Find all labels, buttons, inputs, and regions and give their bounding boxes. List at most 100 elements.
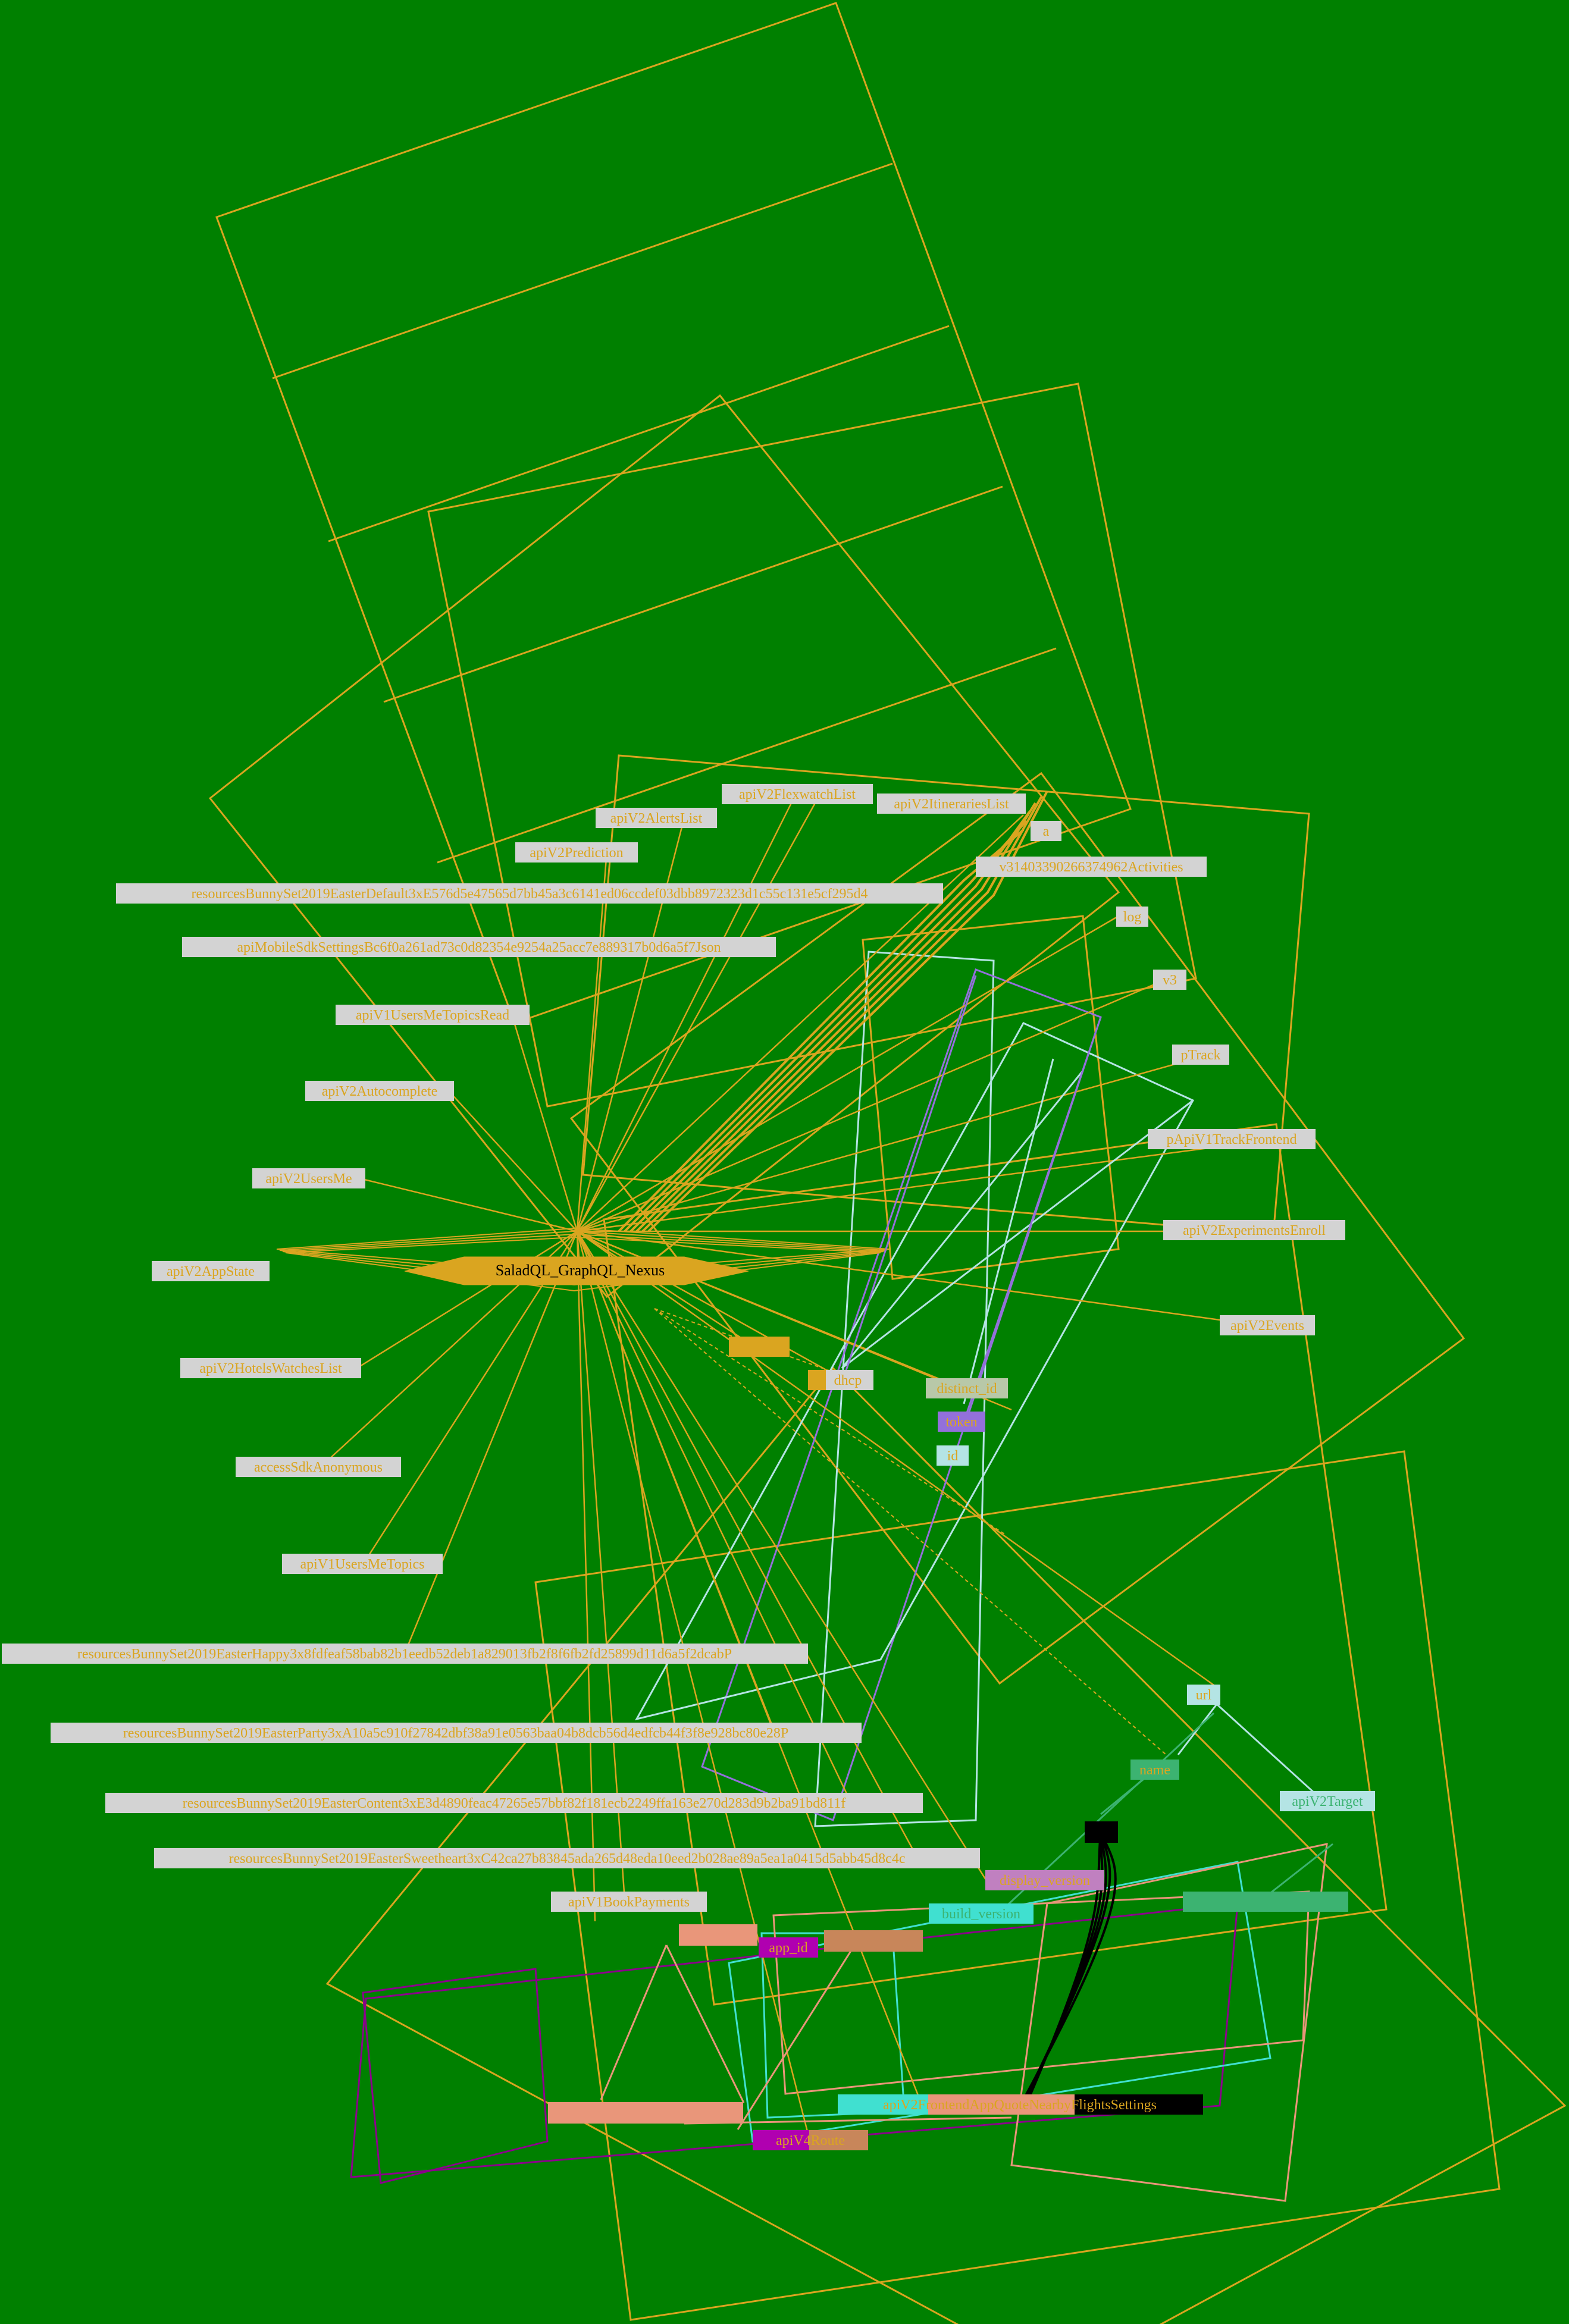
inner-outline (772, 1890, 1310, 2095)
node-apiV2ExperimentsEnroll[interactable]: apiV2ExperimentsEnroll (1163, 1220, 1345, 1240)
node-dhcp[interactable]: dhcp (808, 1370, 873, 1390)
node-token[interactable]: token (938, 1412, 985, 1432)
node-apiV2AppState[interactable]: apiV2AppState (152, 1261, 270, 1281)
node-apiV2FrontendAppQuoteNearbyFlightsSettings[interactable]: apiV2FrontendAppQuoteNearbyFlightsSettin… (838, 2094, 1203, 2115)
node-apiV4Route[interactable]: apiV4Route (753, 2130, 868, 2150)
node-orange-blank[interactable] (729, 1337, 790, 1357)
edge (576, 1231, 989, 1883)
node-green-blank[interactable] (1183, 1892, 1348, 1912)
edge (576, 1231, 923, 2106)
edge (576, 1231, 917, 1856)
node-resourcesEasterHappy[interactable]: resourcesBunnySet2019EasterHappy3x8fdfea… (2, 1644, 808, 1664)
edge (654, 1308, 1167, 1755)
cluster-outline (208, 394, 1120, 1299)
svg-text:apiV2ExperimentsEnroll: apiV2ExperimentsEnroll (1183, 1223, 1326, 1238)
edge (1216, 1703, 1316, 1795)
edge (600, 1944, 668, 2100)
edge (576, 791, 798, 1232)
svg-text:a: a (1043, 824, 1050, 839)
node-apiV2UsersMe[interactable]: apiV2UsersMe (252, 1168, 365, 1188)
edge (630, 811, 1031, 1232)
node-resourcesEasterContent[interactable]: resourcesBunnySet2019EasterContent3xE3d4… (105, 1793, 923, 1813)
hub-node[interactable]: SaladQL_GraphQL_Nexus (404, 1256, 749, 1285)
node-black[interactable] (1085, 1821, 1118, 1843)
node-apiV2ItinerariesList[interactable]: apiV2ItinerariesList (877, 794, 1026, 814)
svg-text:name: name (1139, 1762, 1170, 1778)
edge (403, 1231, 578, 1654)
node-resourcesEasterParty[interactable]: resourcesBunnySet2019EasterParty3xA10a5c… (51, 1723, 862, 1743)
node-v3Activities[interactable]: v31403390266374962Activities (976, 857, 1207, 877)
node-apiV2AlertsList[interactable]: apiV2AlertsList (596, 808, 717, 828)
label-nodes: apiV2FlexwatchList apiV2ItinerariesList … (2, 784, 1375, 2150)
node-distinct_id[interactable]: distinct_id (926, 1378, 1008, 1398)
edge (576, 850, 608, 1232)
node-id[interactable]: id (937, 1445, 969, 1466)
node-apiV2Target[interactable]: apiV2Target (1280, 1791, 1375, 1811)
svg-text:apiV2FrontendAppQuoteNearbyFli: apiV2FrontendAppQuoteNearbyFlightsSettin… (883, 2097, 1157, 2113)
svg-text:apiV2Autocomplete: apiV2Autocomplete (322, 1084, 438, 1099)
svg-text:apiV2AlertsList: apiV2AlertsList (610, 811, 703, 826)
svg-text:apiV2Events: apiV2Events (1230, 1318, 1304, 1334)
svg-text:resourcesBunnySet2019EasterSwe: resourcesBunnySet2019EasterSweetheart3xC… (229, 1851, 906, 1867)
svg-text:apiV2Prediction: apiV2Prediction (530, 845, 623, 861)
svg-text:resourcesBunnySet2019EasterCon: resourcesBunnySet2019EasterContent3xE3d4… (183, 1796, 845, 1811)
edge (1022, 1831, 1117, 2100)
svg-text:v31403390266374962Activities: v31403390266374962Activities (999, 860, 1183, 875)
node-apiV2Autocomplete[interactable]: apiV2Autocomplete (305, 1081, 454, 1101)
cluster-divider (272, 162, 893, 380)
node-build_version[interactable]: build_version (929, 1903, 1034, 1924)
edge (511, 1014, 578, 1232)
edge (654, 1308, 1006, 1535)
node-url[interactable]: url (1187, 1685, 1220, 1705)
edge (635, 802, 1036, 1232)
node-v3[interactable]: v3 (1153, 970, 1186, 990)
node-pTrack[interactable]: pTrack (1172, 1045, 1229, 1065)
node-accessSdkAnonymous[interactable]: accessSdkAnonymous (236, 1457, 401, 1477)
edge (844, 975, 977, 1375)
svg-text:url: url (1196, 1688, 1212, 1703)
svg-text:resourcesBunnySet2019EasterHap: resourcesBunnySet2019EasterHappy3x8fdfea… (77, 1646, 732, 1662)
cluster-outline (215, 2, 1132, 1024)
inner-outline (362, 1968, 549, 2184)
node-apiV2HotelsWatchesList[interactable]: apiV2HotelsWatchesList (180, 1358, 361, 1378)
node-salmon-wide[interactable] (548, 2102, 743, 2124)
node-salmon-blank-2[interactable] (824, 1930, 923, 1952)
node-log[interactable]: log (1116, 907, 1148, 927)
node-display_version[interactable]: display_version (985, 1870, 1104, 1890)
node-resourcesEasterDefault[interactable]: resourcesBunnySet2019EasterDefault3xE576… (116, 883, 943, 904)
node-a[interactable]: a (1031, 821, 1061, 841)
edge (356, 1177, 578, 1232)
edge (963, 1058, 1054, 1404)
node-apiV1UsersMeTopicsRead[interactable]: apiV1UsersMeTopicsRead (336, 1005, 530, 1025)
node-name[interactable]: name (1130, 1760, 1179, 1780)
node-apiMobileSdkSettings[interactable]: apiMobileSdkSettingsBc6f0a261ad73c0d8235… (182, 937, 776, 957)
edge (356, 1230, 578, 1369)
edge (577, 974, 1176, 1232)
svg-text:distinct_id: distinct_id (937, 1381, 997, 1397)
edge (577, 1138, 1277, 1232)
node-salmon-blank[interactable] (679, 1924, 757, 1946)
edge (577, 1230, 756, 1348)
cyan-edges (841, 1058, 1316, 1795)
node-app_id[interactable]: app_id (759, 1937, 818, 1958)
svg-text:apiV4Route: apiV4Route (776, 2133, 845, 2149)
edge (665, 1944, 745, 2103)
cluster-outline (427, 382, 1197, 1108)
svg-text:display_version: display_version (1000, 1873, 1090, 1889)
dotted-edges (654, 1308, 1167, 1755)
node-apiV2Prediction[interactable]: apiV2Prediction (515, 842, 638, 863)
node-apiV2Events[interactable]: apiV2Events (1220, 1315, 1315, 1335)
node-pApiV1TrackFrontend[interactable]: pApiV1TrackFrontend (1148, 1129, 1316, 1149)
node-apiV2FlexwatchList[interactable]: apiV2FlexwatchList (722, 784, 873, 804)
inner-outline (728, 1861, 1272, 2143)
inner-outline (1010, 1843, 1328, 2202)
node-apiV1UsersMeTopics[interactable]: apiV1UsersMeTopics (282, 1554, 443, 1574)
node-resourcesEasterSweetheart[interactable]: resourcesBunnySet2019EasterSweetheart3xC… (154, 1848, 980, 1868)
edge (577, 915, 1119, 1232)
node-apiV1BookPayments[interactable]: apiV1BookPayments (551, 1892, 707, 1912)
svg-text:accessSdkAnonymous: accessSdkAnonymous (254, 1460, 383, 1475)
edge (737, 1950, 852, 2130)
edge (577, 1230, 1268, 1328)
